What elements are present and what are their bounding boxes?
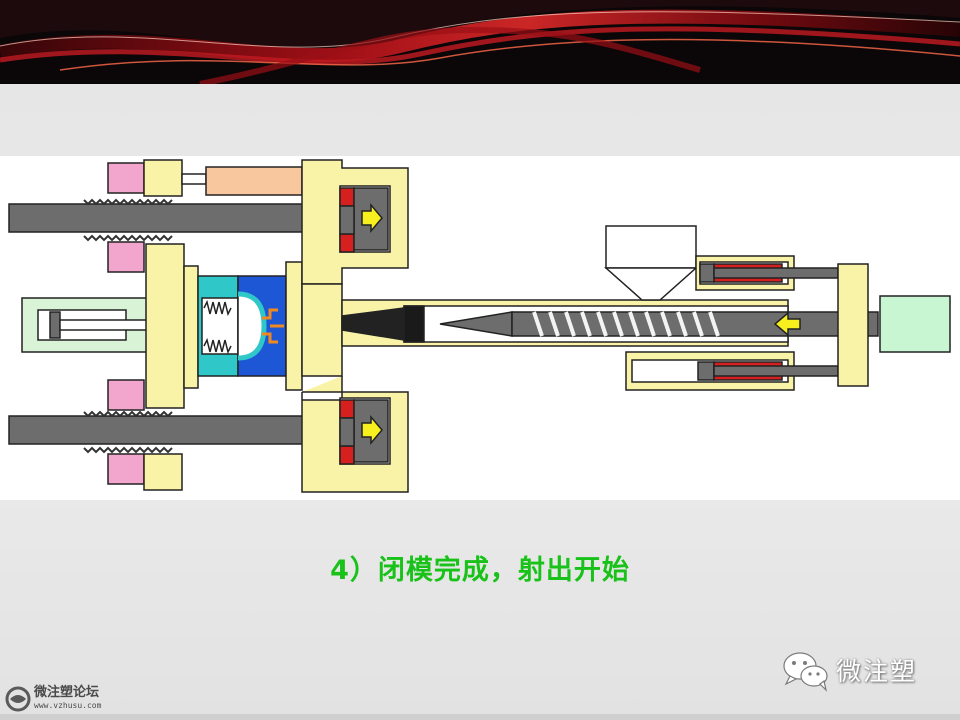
clamp-red-bottom-2 [339, 445, 355, 465]
toggle-actuator-peach [205, 166, 303, 196]
wechat-icon [783, 652, 828, 692]
ejector-spring-bottom [203, 337, 232, 355]
clamp-rod-bottom [339, 417, 355, 447]
slide-caption: 4）闭模完成，射出开始 [330, 555, 630, 586]
ejector-piston [49, 311, 61, 339]
arrow-right-icon [361, 414, 383, 446]
carriage-rod-bottom [713, 365, 839, 377]
hopper [605, 225, 697, 269]
pink-nut-top-1 [107, 162, 145, 194]
clamp-red-top-2 [339, 233, 355, 253]
forum-logo-icon [5, 686, 31, 712]
yellow-block-bottom [143, 453, 183, 491]
screw-flights [532, 311, 720, 337]
connector-rod-top [181, 173, 207, 185]
yellow-block-top-1 [143, 159, 183, 197]
forum-watermark-name: 微注塑论坛 [34, 685, 100, 700]
drive-motor [879, 295, 951, 353]
clamp-red-top-1 [339, 187, 355, 207]
rear-plate [837, 263, 869, 387]
clamp-rod-top [339, 205, 355, 235]
slide-bottom-border [0, 714, 960, 720]
header-banner [0, 0, 960, 84]
hopper-funnel [604, 267, 698, 301]
moving-platen [145, 243, 185, 409]
tie-bar-top [8, 203, 306, 233]
moving-platen-plate [183, 265, 199, 389]
arrow-left-icon [773, 311, 801, 337]
tie-bar-bottom [8, 415, 306, 445]
molded-part [237, 291, 267, 361]
pink-nut-bottom-1 [107, 379, 145, 411]
forum-watermark-url: www.vzhusu.com [34, 701, 102, 710]
melt-front [403, 305, 425, 343]
pink-nut-top-2 [107, 241, 145, 273]
clamp-red-bottom-1 [339, 399, 355, 419]
wechat-watermark-label: 微注塑 [836, 657, 918, 686]
arrow-right-icon [361, 202, 383, 234]
thread-top [83, 198, 173, 242]
carriage-rod-top [713, 267, 839, 279]
thread-bottom [83, 410, 173, 454]
carriage-piston-top [699, 263, 715, 283]
fixed-platen-center [301, 283, 343, 377]
machine-schematic [8, 159, 951, 493]
sprue-runner [262, 308, 284, 344]
injection-molding-diagram [0, 156, 960, 500]
ejector-spring-top [203, 299, 232, 317]
carriage-piston-bottom [697, 361, 715, 381]
banner-swoosh-graphic [0, 0, 960, 84]
fixed-platen-plate [285, 261, 303, 391]
pink-nut-bottom-2 [107, 453, 145, 485]
